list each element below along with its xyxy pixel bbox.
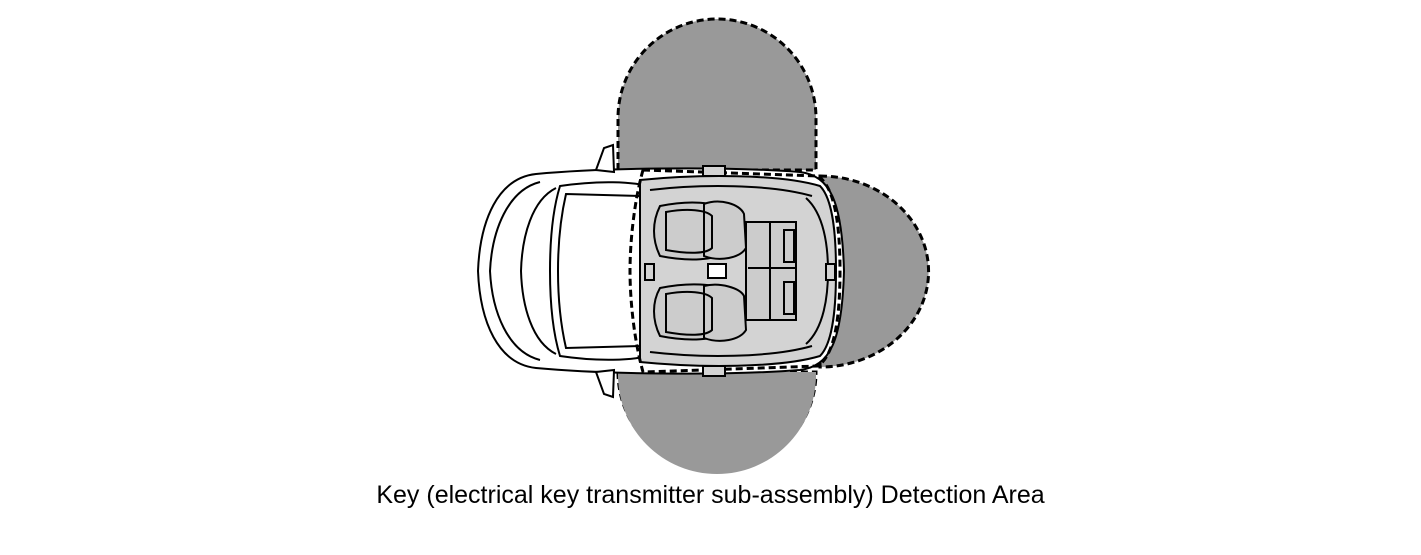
- detection-zone-left-side: [616, 17, 818, 172]
- front-right-seat: [653, 283, 748, 342]
- detection-zone-rear: [818, 174, 931, 369]
- car-windshield: [548, 181, 649, 361]
- car-windshield-inner: [556, 192, 641, 350]
- right-mirror: [594, 368, 616, 399]
- right-door-antenna: [702, 365, 726, 377]
- cabin-side-trim-right: [649, 345, 813, 357]
- cabin-side-trim-left: [649, 185, 813, 197]
- antennas: [644, 165, 836, 377]
- interior-rear-antenna: [825, 263, 836, 281]
- interior-front-antenna: [644, 263, 655, 281]
- diagram-caption: Key (electrical key transmitter sub-asse…: [376, 481, 1045, 509]
- detection-zone-interior: [628, 168, 842, 374]
- center-console: [707, 263, 727, 279]
- rear-seat: [745, 221, 797, 321]
- car-hood-line: [488, 181, 541, 361]
- left-door-antenna: [702, 165, 726, 177]
- left-mirror: [594, 143, 616, 174]
- detection-zones: [616, 17, 931, 474]
- front-left-seat: [653, 200, 748, 261]
- car-top-view: [476, 143, 846, 399]
- car-hood-line-2: [519, 187, 557, 355]
- detection-zone-right-side-body: [618, 372, 816, 474]
